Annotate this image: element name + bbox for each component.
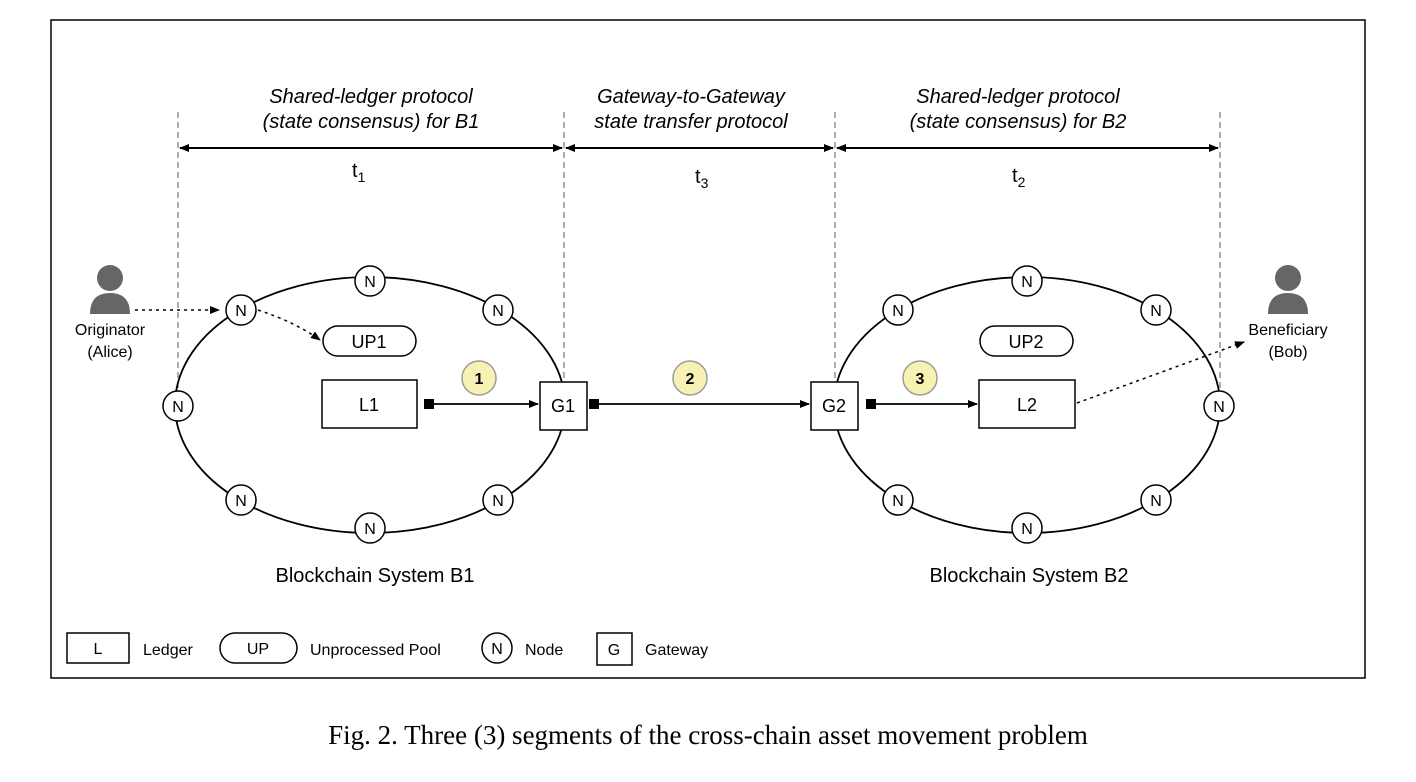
t3-subscript: 3 <box>701 175 709 191</box>
l1-to-g1-tail <box>424 399 434 409</box>
legend-node-symbol <box>481 632 513 664</box>
svg-text:N: N <box>892 303 904 320</box>
beneficiary-body <box>1268 293 1308 314</box>
g2g-segment-title-line1: Gateway-to-Gateway <box>597 86 786 108</box>
l1-label: L1 <box>359 395 379 415</box>
b1-node: N <box>482 294 514 326</box>
g2-to-l2-tail <box>866 399 876 409</box>
b2-node: N <box>882 484 914 516</box>
up2-pool <box>979 325 1074 357</box>
t1-label: t1 <box>352 160 366 185</box>
b1-node: N <box>225 484 257 516</box>
svg-text:N: N <box>364 521 376 538</box>
up2-label: UP2 <box>1008 332 1043 352</box>
t3-main: t <box>695 166 701 188</box>
svg-text:N: N <box>1150 303 1162 320</box>
svg-text:N: N <box>235 303 247 320</box>
b1-node: N <box>162 390 194 422</box>
g1-to-g2-tail <box>589 399 599 409</box>
b1-node: N <box>482 484 514 516</box>
b2-node: N <box>1011 512 1043 544</box>
beneficiary-person-icon <box>1268 265 1308 314</box>
legend-gateway-symbol <box>596 632 633 666</box>
g1-gateway-box <box>539 381 588 431</box>
t3-label: t3 <box>695 166 709 191</box>
b1-node: N <box>354 265 386 297</box>
b1-segment-title-line1: Shared-ledger protocol <box>269 86 473 108</box>
b2-node: N <box>1140 484 1172 516</box>
legend: L Ledger UP Unprocessed Pool N Node G Ga… <box>66 632 708 666</box>
up1-pool <box>322 325 417 357</box>
b1-nodes: N N N N N N N <box>162 265 514 544</box>
originator-body <box>90 293 130 314</box>
svg-text:N: N <box>172 399 184 416</box>
legend-node-text: Node <box>525 642 563 659</box>
legend-ledger-text: Ledger <box>143 642 193 659</box>
l2-ledger-box <box>978 379 1076 429</box>
svg-text:N: N <box>492 303 504 320</box>
svg-text:N: N <box>1021 521 1033 538</box>
up1-label: UP1 <box>351 332 386 352</box>
legend-pool-text: Unprocessed Pool <box>310 642 441 659</box>
b1-segment-title-line2: (state consensus) for B1 <box>263 111 480 133</box>
originator-person-icon <box>90 265 130 314</box>
svg-text:N: N <box>1150 493 1162 510</box>
beneficiary-head <box>1275 265 1301 291</box>
step-2-label: 2 <box>686 371 695 388</box>
figure-frame <box>50 19 1366 679</box>
step-1-badge <box>461 360 497 396</box>
svg-text:N: N <box>892 493 904 510</box>
b2-system-label: Blockchain System B2 <box>930 565 1129 587</box>
beneficiary-label-line1: Beneficiary <box>1248 322 1327 339</box>
b1-node: N <box>225 294 257 326</box>
b2-node: N <box>1140 294 1172 326</box>
legend-pool-symbol-text: UP <box>247 641 269 658</box>
b2-node: N <box>1011 265 1043 297</box>
b2-segment-title-line2: (state consensus) for B2 <box>910 111 1127 133</box>
b2-nodes: N N N N N N N <box>882 265 1235 544</box>
legend-ledger-symbol <box>66 632 130 664</box>
b2-node: N <box>1203 390 1235 422</box>
b2-segment-title-line1: Shared-ledger protocol <box>916 86 1120 108</box>
step-3-label: 3 <box>916 371 925 388</box>
t2-main: t <box>1012 165 1018 187</box>
b2-node: N <box>882 294 914 326</box>
g2g-segment-title-line2: state transfer protocol <box>594 111 788 133</box>
step-1-label: 1 <box>475 371 484 388</box>
g2-gateway-box <box>810 381 859 431</box>
legend-node-symbol-text: N <box>491 641 503 658</box>
b1-system-label: Blockchain System B1 <box>276 565 475 587</box>
beneficiary-label-line2: (Bob) <box>1268 344 1307 361</box>
originator-label-line1: Originator <box>75 322 146 339</box>
step-3-badge <box>902 360 938 396</box>
svg-text:N: N <box>1021 274 1033 291</box>
legend-gateway-text: Gateway <box>645 642 708 659</box>
g2-label: G2 <box>822 396 846 416</box>
legend-pool-symbol <box>219 632 298 664</box>
figure-caption: Fig. 2. Three (3) segments of the cross-… <box>328 720 1088 750</box>
segment-guides <box>177 112 1221 390</box>
l2-to-bob-arrow <box>1076 341 1245 404</box>
step-2-badge <box>672 360 708 396</box>
originator-label-line2: (Alice) <box>87 344 132 361</box>
t2-label: t2 <box>1012 165 1026 190</box>
node-to-up1-arrow <box>257 309 321 341</box>
svg-text:N: N <box>492 493 504 510</box>
legend-ledger-symbol-text: L <box>94 641 103 658</box>
g1-label: G1 <box>551 396 575 416</box>
l2-label: L2 <box>1017 395 1037 415</box>
originator-head <box>97 265 123 291</box>
l1-ledger-box <box>321 379 418 429</box>
svg-text:N: N <box>1213 399 1225 416</box>
svg-text:N: N <box>235 493 247 510</box>
t1-main: t <box>352 160 358 182</box>
legend-gateway-symbol-text: G <box>608 642 620 659</box>
svg-text:N: N <box>364 274 376 291</box>
t2-subscript: 2 <box>1018 174 1026 190</box>
b1-node: N <box>354 512 386 544</box>
t1-subscript: 1 <box>358 169 366 185</box>
